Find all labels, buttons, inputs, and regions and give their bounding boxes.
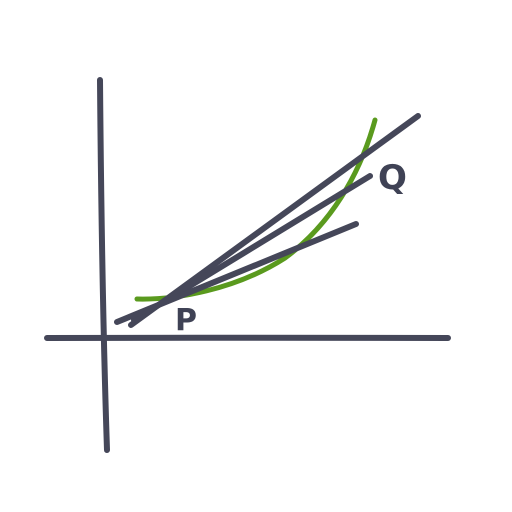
- point-q-label: Q: [378, 158, 407, 198]
- function-curve: [134, 117, 378, 302]
- tangent-line: [114, 221, 359, 325]
- point-p-label: P: [175, 303, 197, 338]
- y-axis: [97, 77, 110, 453]
